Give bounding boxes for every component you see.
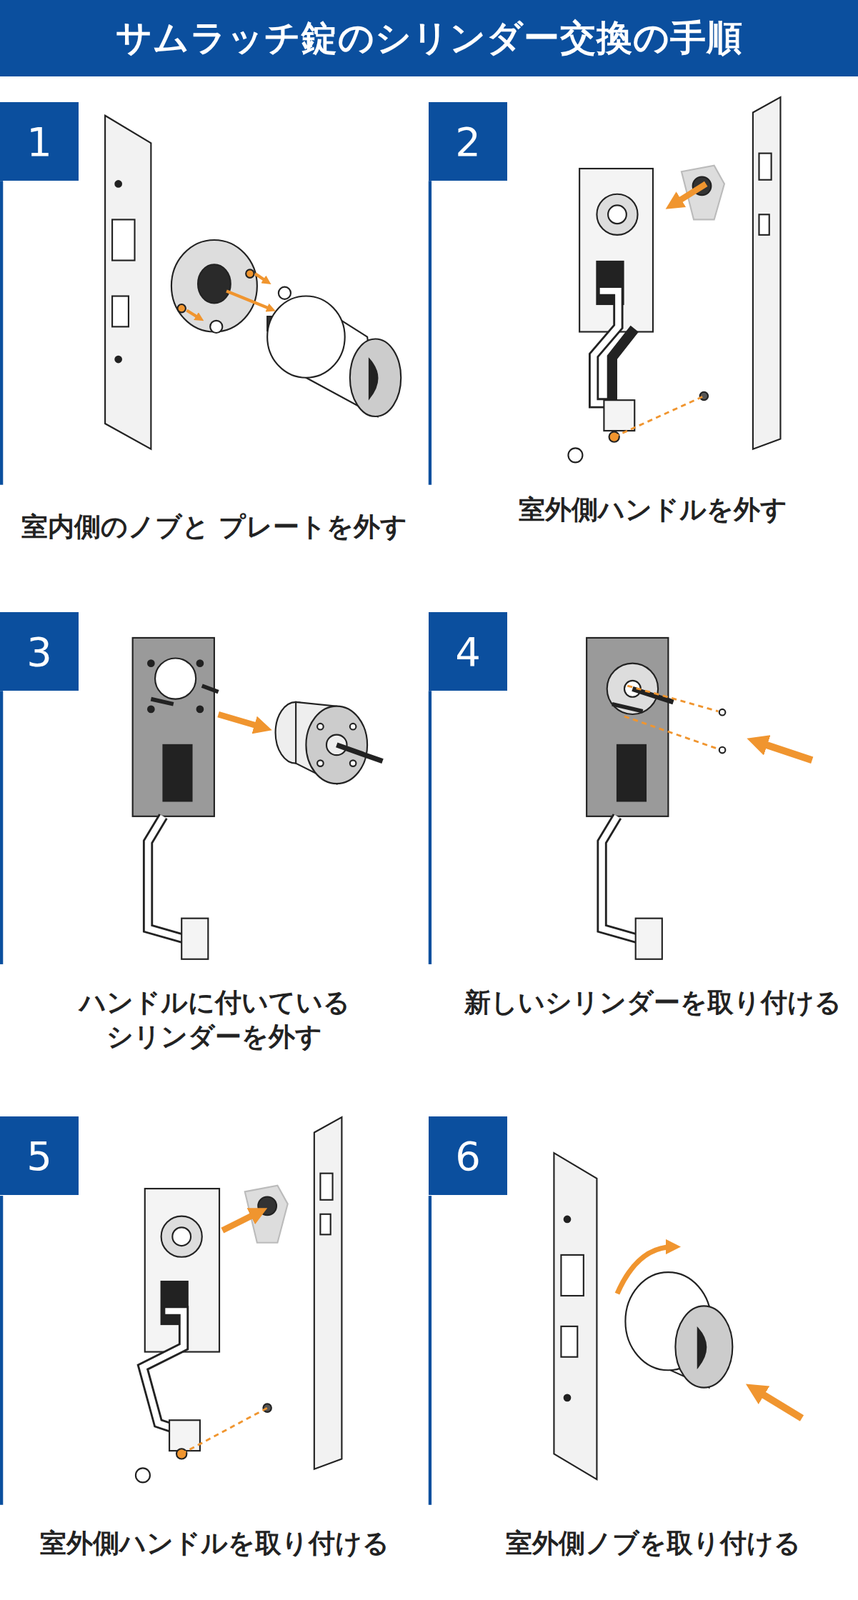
- step-number: 4: [455, 628, 481, 676]
- step-number: 1: [26, 118, 53, 166]
- cylinder-removal: [132, 637, 383, 960]
- step-number: 5: [26, 1133, 53, 1180]
- knob-install: [553, 1153, 733, 1480]
- cylinder-install: [586, 637, 726, 960]
- step-number-box: 5: [0, 1116, 79, 1196]
- title-band: サムラッチ錠のシリンダー交換の手順: [0, 0, 858, 77]
- knob-removal: [105, 115, 401, 450]
- step-number: 6: [455, 1133, 481, 1180]
- step-number-box: 6: [428, 1116, 508, 1196]
- step-number-box: 2: [428, 102, 508, 181]
- step-caption: 室外側ハンドルを取り付ける: [14, 1526, 415, 1561]
- step-caption: 新しいシリンダーを取り付ける: [452, 985, 853, 1021]
- step-number-box: 3: [0, 612, 79, 691]
- panel-line: [0, 180, 432, 1506]
- handle-removal: [567, 97, 781, 463]
- step-caption: 室外側ノブを取り付ける: [452, 1526, 853, 1561]
- title-text: サムラッチ錠のシリンダー交換の手順: [115, 14, 743, 63]
- step-caption: 室内側のノブと プレートを外す: [14, 510, 415, 545]
- step-number: 3: [26, 628, 53, 676]
- handle-install: [135, 1117, 342, 1483]
- step-number-box: 1: [0, 102, 79, 181]
- step-caption: 室外側ハンドルを外す: [452, 492, 853, 528]
- step-number-box: 4: [428, 612, 508, 691]
- step-caption: ハンドルに付いている シリンダーを外す: [14, 985, 415, 1055]
- step-number: 2: [455, 118, 481, 166]
